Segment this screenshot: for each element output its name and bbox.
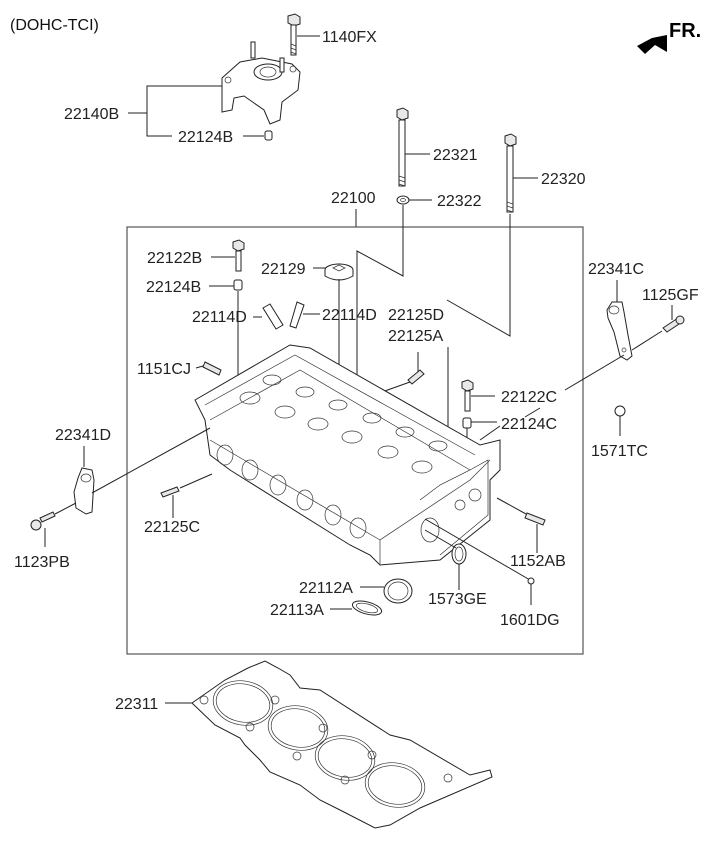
- label-22125A[interactable]: 22125A: [388, 328, 443, 345]
- label-22113A[interactable]: 22113A: [270, 602, 324, 619]
- label-22125C[interactable]: 22125C: [144, 519, 200, 536]
- label-1601DG[interactable]: 1601DG: [500, 612, 560, 629]
- label-22100-assembly[interactable]: 22100: [331, 190, 376, 207]
- label-22341D[interactable]: 22341D: [55, 427, 111, 444]
- part-22122C-bolt[interactable]: [461, 379, 474, 412]
- label-22341C[interactable]: 22341C: [588, 261, 644, 278]
- front-direction-label: FR.: [669, 20, 701, 42]
- label-22122C[interactable]: 22122C: [501, 389, 557, 406]
- label-22124B[interactable]: 22124B: [146, 279, 201, 296]
- label-22129[interactable]: 22129: [261, 261, 306, 278]
- front-arrow-icon: [637, 35, 667, 54]
- part-1140FX-bolt[interactable]: [287, 13, 301, 56]
- label-22124B-top[interactable]: 22124B: [178, 129, 233, 146]
- label-22114D-left[interactable]: 22114D: [192, 309, 247, 326]
- part-22140B-fitting[interactable]: [221, 41, 301, 125]
- part-22311-head-gasket[interactable]: [191, 660, 493, 829]
- part-22113A-gasket[interactable]: [351, 598, 383, 617]
- label-22140B[interactable]: 22140B: [64, 106, 119, 123]
- label-22321[interactable]: 22321: [433, 147, 478, 164]
- part-22122B-bolt[interactable]: [232, 239, 245, 272]
- label-1151CJ[interactable]: 1151CJ: [137, 361, 191, 378]
- label-22122B[interactable]: 22122B: [147, 250, 202, 267]
- part-22125C-stud[interactable]: [160, 486, 180, 498]
- part-22124C-dowel[interactable]: [462, 417, 472, 429]
- part-1151CJ-stud[interactable]: [202, 361, 222, 376]
- label-22320[interactable]: 22320: [541, 171, 586, 188]
- part-22320-head-bolt[interactable]: [504, 133, 517, 213]
- label-22124C[interactable]: 22124C: [501, 416, 557, 433]
- label-1152AB[interactable]: 1152AB: [510, 553, 566, 570]
- part-22112A-gasket[interactable]: [383, 578, 413, 604]
- part-22124B-dowel[interactable]: [233, 279, 243, 291]
- cylinder-head-22100[interactable]: [194, 344, 501, 566]
- assembly-22100-box: [126, 226, 584, 655]
- label-22311[interactable]: 22311: [115, 696, 158, 713]
- part-22341D-bracket[interactable]: [73, 467, 95, 515]
- label-22112A[interactable]: 22112A: [299, 580, 353, 597]
- label-22322[interactable]: 22322: [437, 193, 482, 210]
- part-1571TC-plug[interactable]: [614, 405, 626, 417]
- label-22125D[interactable]: 22125D: [388, 307, 444, 324]
- label-22114D-right[interactable]: 22114D: [322, 307, 377, 324]
- part-22322-washer[interactable]: [396, 195, 410, 205]
- part-22124B-dowel-top[interactable]: [264, 130, 273, 141]
- part-22129-plug[interactable]: [324, 263, 354, 281]
- front-direction-indicator: FR.: [637, 20, 701, 54]
- label-1571TC[interactable]: 1571TC: [591, 443, 648, 460]
- part-1601DG-ball[interactable]: [527, 577, 535, 585]
- label-1140FX[interactable]: 1140FX: [322, 29, 377, 46]
- label-1123PB[interactable]: 1123PB: [14, 554, 70, 571]
- part-22114D-right-guide[interactable]: [289, 301, 305, 329]
- part-1125GF-bolt[interactable]: [662, 315, 685, 333]
- part-22125A-stud[interactable]: [407, 369, 425, 385]
- part-1152AB-stud[interactable]: [524, 512, 546, 526]
- part-1573GE-seal[interactable]: [451, 543, 467, 565]
- part-1123PB-bolt[interactable]: [30, 511, 56, 531]
- part-22341C-bracket[interactable]: [606, 301, 633, 361]
- label-1573GE[interactable]: 1573GE: [428, 591, 487, 608]
- engine-variant-label: (DOHC-TCI): [10, 17, 99, 34]
- label-1125GF[interactable]: 1125GF: [642, 287, 699, 304]
- part-22321-head-bolt[interactable]: [396, 107, 409, 187]
- part-22114D-left-guide[interactable]: [262, 303, 284, 330]
